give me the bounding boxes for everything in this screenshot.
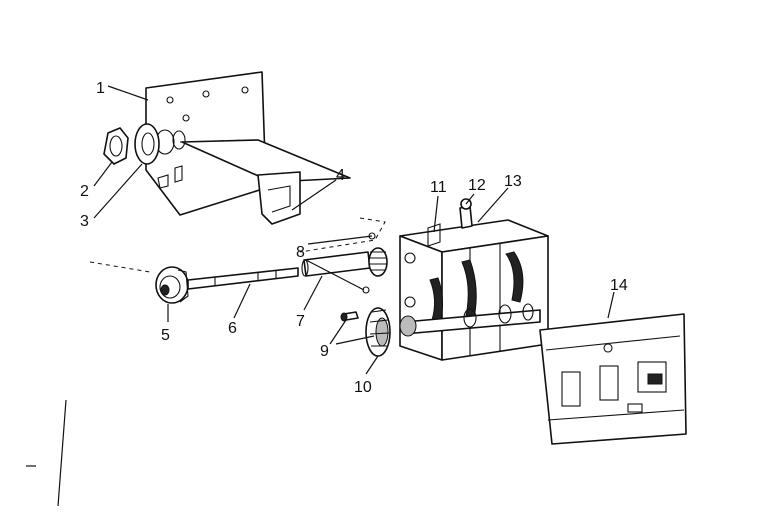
- callout-6: 6: [228, 320, 237, 337]
- leader-4: [291, 179, 337, 211]
- leader-10: [365, 355, 379, 375]
- bracket: [179, 139, 351, 225]
- sleeve: [301, 251, 371, 277]
- callout-1: 1: [96, 80, 105, 97]
- callout-11: 11: [430, 179, 447, 196]
- leader-7: [303, 275, 323, 311]
- leader-13: [477, 187, 509, 223]
- screw: [340, 311, 359, 322]
- drive-gear: [365, 307, 391, 357]
- leader-14: [607, 291, 615, 319]
- stray-line: [57, 399, 67, 507]
- leader-9b: [335, 335, 375, 345]
- shaft: [89, 261, 299, 290]
- callout-12: 12: [468, 177, 486, 194]
- leader-9a: [329, 319, 347, 345]
- callout-5: 5: [161, 327, 170, 344]
- leader-2: [93, 161, 113, 187]
- guide-line: [299, 217, 386, 253]
- washer: [134, 123, 160, 165]
- leader-6: [233, 283, 251, 319]
- callout-10: 10: [354, 379, 372, 396]
- pinion-gear: [362, 232, 388, 294]
- knob-bushing: [155, 266, 189, 304]
- gearbox-housing: [399, 198, 549, 361]
- callout-4: 4: [336, 167, 345, 184]
- leader-1: [107, 85, 149, 101]
- hex-nut: [103, 127, 129, 165]
- leader-8a: [305, 259, 365, 291]
- callout-13: 13: [504, 173, 522, 190]
- cover-plate: [539, 313, 687, 445]
- callout-7: 7: [296, 313, 305, 330]
- callout-14: 14: [610, 277, 628, 294]
- leader-8b: [307, 235, 373, 245]
- callout-3: 3: [80, 213, 89, 230]
- callout-9: 9: [320, 343, 329, 360]
- callout-8: 8: [296, 244, 305, 261]
- callout-2: 2: [80, 183, 89, 200]
- leader-3: [93, 163, 143, 219]
- leader-12: [465, 193, 475, 205]
- leader-11: [433, 195, 439, 233]
